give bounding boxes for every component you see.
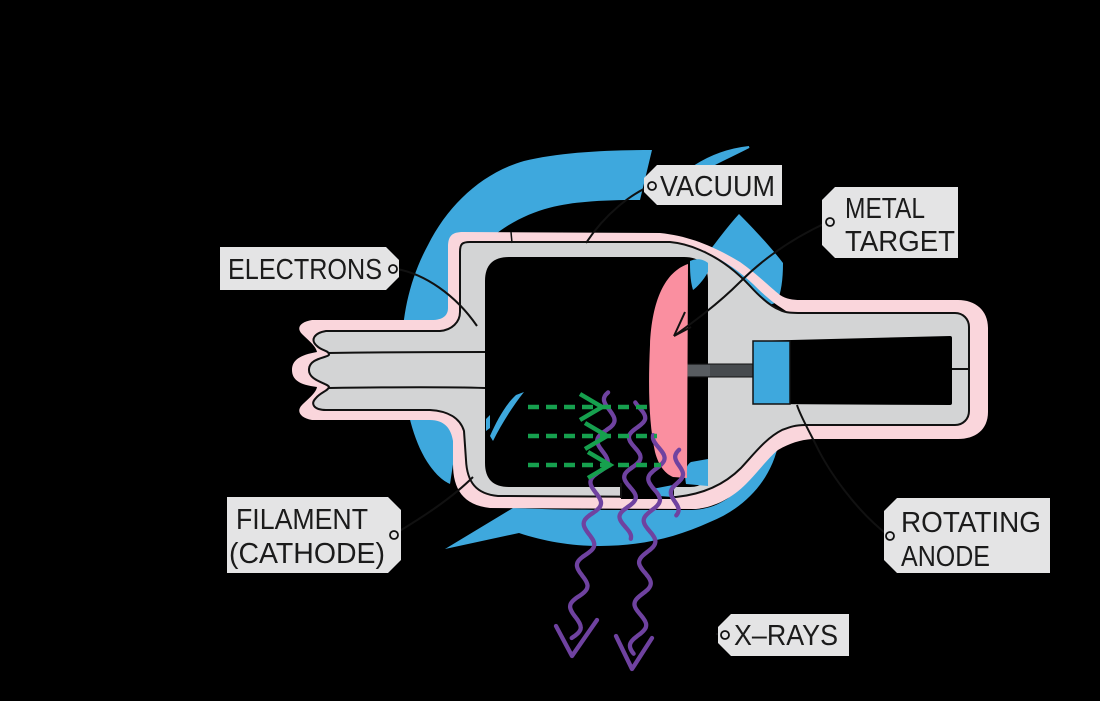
svg-text:VACUUM: VACUUM	[660, 171, 775, 203]
svg-text:(CATHODE): (CATHODE)	[229, 538, 385, 570]
svg-text:ROTATING: ROTATING	[901, 507, 1041, 539]
svg-text:ELECTRONS: ELECTRONS	[228, 254, 382, 286]
svg-text:FILAMENT: FILAMENT	[236, 504, 368, 536]
svg-text:X–RAYS: X–RAYS	[734, 620, 838, 652]
svg-text:ANODE: ANODE	[901, 541, 990, 573]
svg-text:TARGET: TARGET	[845, 226, 955, 258]
svg-text:METAL: METAL	[845, 193, 925, 225]
